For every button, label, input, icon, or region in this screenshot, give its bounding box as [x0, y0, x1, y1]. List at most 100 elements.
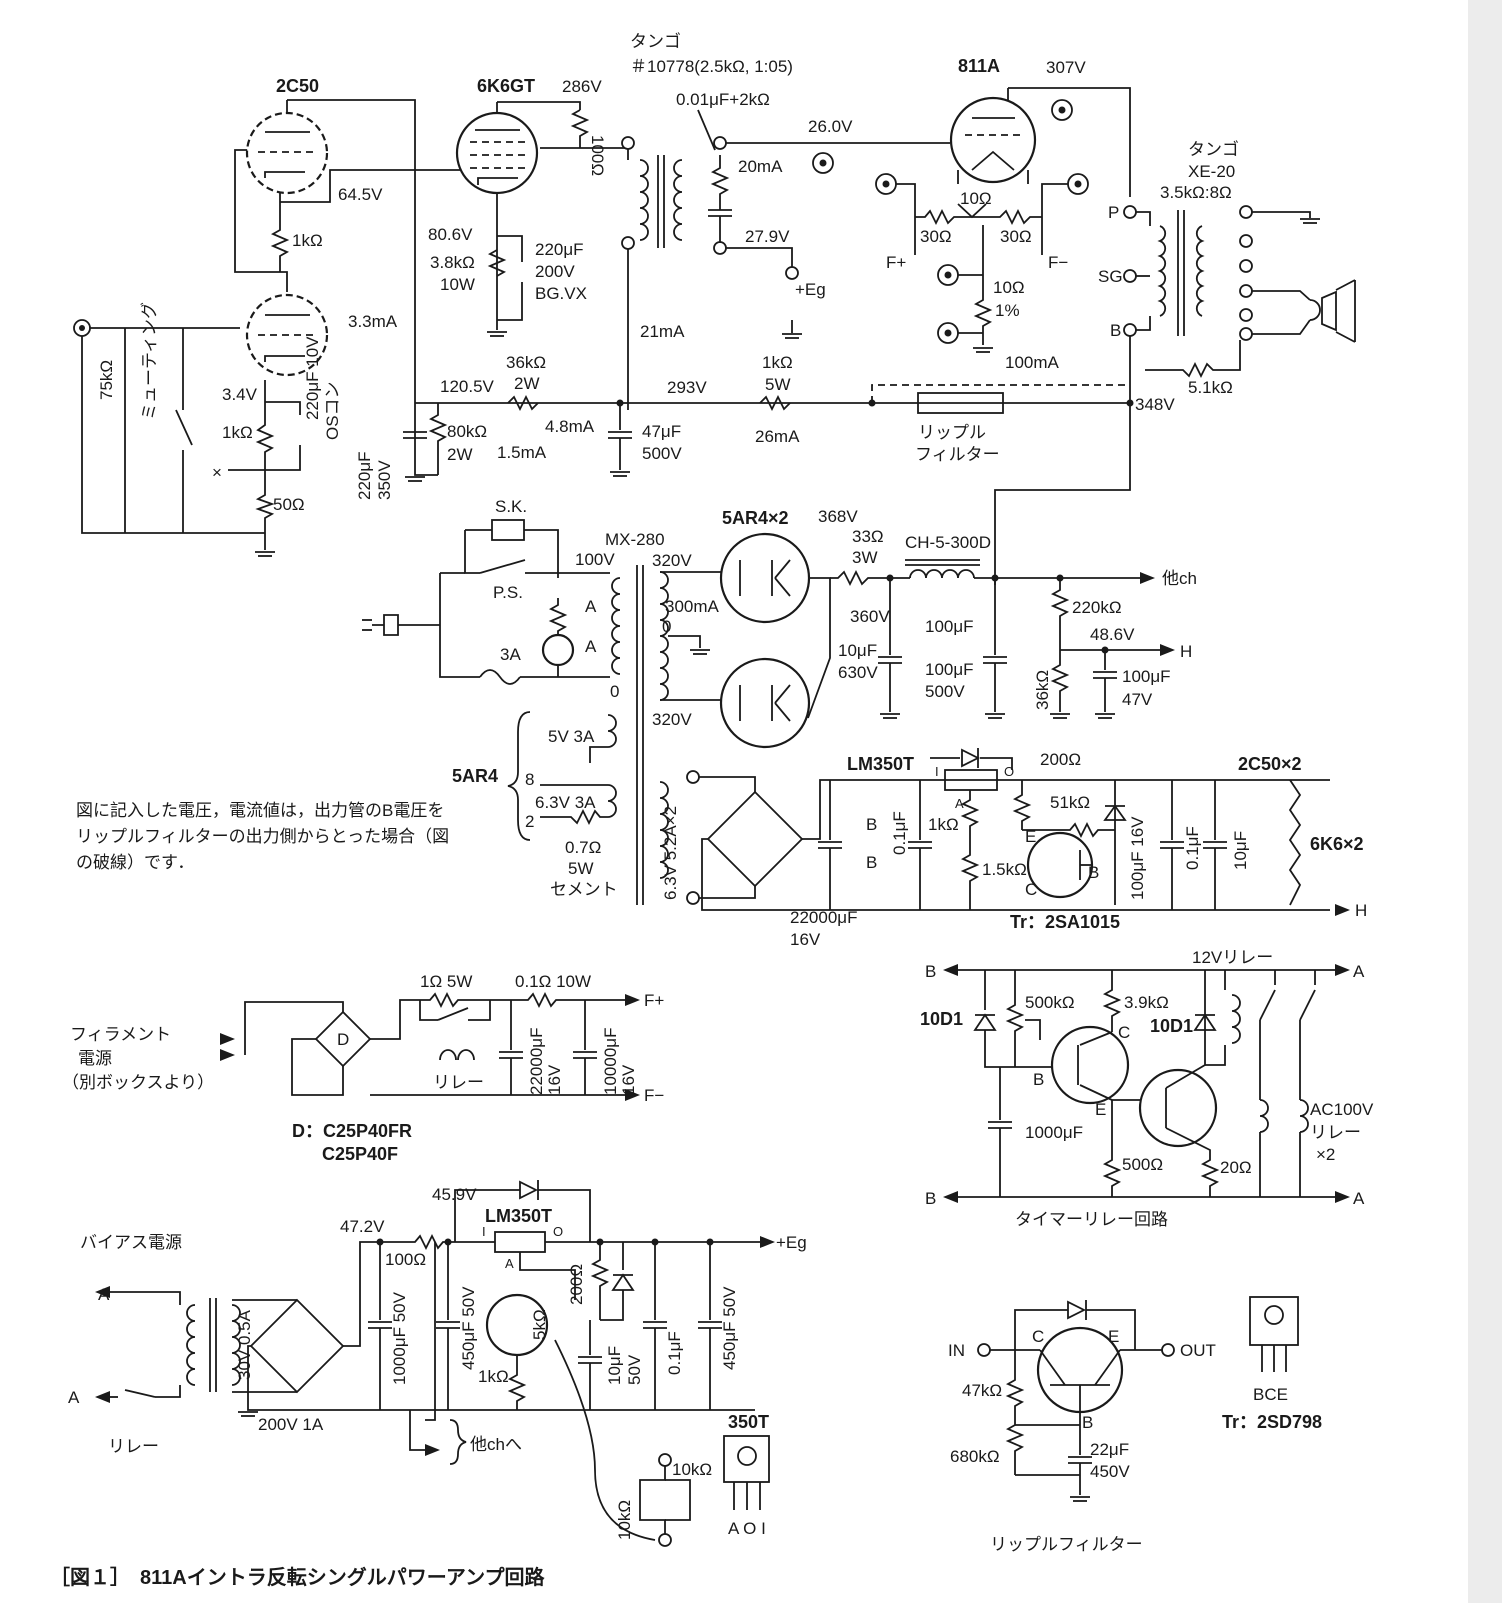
- label-amp-ripple2: フィルター: [915, 445, 1000, 464]
- label-timer-title: タイマーリレー回路: [1015, 1210, 1168, 1229]
- label-amp-fplus: F+: [886, 253, 906, 272]
- label-psu-pin-i: I: [935, 764, 939, 779]
- label-psu-c10-v: 630V: [838, 663, 878, 682]
- label-amp-r100: 100Ω: [588, 135, 607, 176]
- label-amp-i33: 3.3mA: [348, 312, 398, 331]
- label-tango1-model: ＃10778(2.5kΩ, 1:05): [630, 57, 793, 76]
- label-psu-w8: 8: [525, 770, 534, 789]
- label-bias-r200: 200Ω: [567, 1264, 586, 1305]
- label-amp-r50: 50Ω: [273, 495, 305, 514]
- label-bias-r10k-a: 10kΩ: [615, 1500, 634, 1540]
- label-timer-d2: 10D1: [1150, 1016, 1193, 1036]
- label-amp-r10b-t: 1%: [995, 301, 1020, 320]
- label-ripple-c: C: [1032, 1327, 1044, 1346]
- label-psu-v486: 48.6V: [1090, 625, 1135, 644]
- label-bias-c10: 10μF: [605, 1346, 624, 1385]
- label-amp-r38: 3.8kΩ: [430, 253, 475, 272]
- label-6k6gt: 6K6GT: [477, 76, 535, 96]
- bias-supply: [95, 1180, 775, 1547]
- label-psu-h2: H: [1355, 901, 1367, 920]
- label-timer-r39: 3.9kΩ: [1124, 993, 1169, 1012]
- label-psu-r07t: セメント: [550, 880, 618, 899]
- amp-wiring: [73, 87, 1356, 585]
- label-amp-v1205: 120.5V: [440, 377, 495, 396]
- label-timer-a2: A: [1353, 1189, 1365, 1208]
- label-psu-h1: H: [1180, 642, 1192, 661]
- label-bias-pkg: 350T: [728, 1412, 769, 1432]
- label-timer-c: C: [1118, 1023, 1130, 1042]
- filament-labels: フィラメント 電源 （別ボックスより） D 1Ω 5W 0.1Ω 10W F+ …: [62, 972, 664, 1164]
- label-amp-i20: 20mA: [738, 157, 783, 176]
- label-amp-c220c: 220μF: [355, 451, 374, 500]
- label-amp-i26: 26mA: [755, 427, 800, 446]
- label-bias-c01: 0.1μF: [665, 1331, 684, 1375]
- label-psu-ar4: 5AR4: [452, 766, 498, 786]
- label-psu-tr: Tr：2SA1015: [1010, 912, 1120, 932]
- label-bias-other: 他chへ: [470, 1435, 522, 1454]
- label-amp-r1k-b: 1kΩ: [222, 423, 253, 442]
- label-amp-v286: 286V: [562, 77, 602, 96]
- label-ripple-tr: Tr：2SD798: [1222, 1412, 1322, 1432]
- label-psu-c100c-v: 47V: [1122, 690, 1153, 709]
- label-psu-c01: 0.1μF: [890, 811, 909, 855]
- label-fil-c22000: 22000μF: [527, 1028, 546, 1095]
- label-amp-i15: 1.5mA: [497, 443, 547, 462]
- label-bias-r10k-b: 10kΩ: [672, 1460, 712, 1479]
- amp-labels: 286V 307V 100Ω 0.01μF+2kΩ 26.0V 20mA 27.…: [97, 58, 1233, 514]
- label-amp-r80w: 2W: [447, 445, 473, 464]
- label-timer-a1: A: [1353, 962, 1365, 981]
- label-psu-c100d: 100μF 16V: [1128, 816, 1147, 900]
- tube-811a-symbol: [949, 96, 1037, 184]
- label-psu-r36k: 36kΩ: [1033, 670, 1052, 710]
- label-ripple-e: E: [1108, 1327, 1119, 1346]
- label-amp-r51: 5.1kΩ: [1188, 378, 1233, 397]
- label-ripple-title: リップルフィルター: [990, 1535, 1143, 1554]
- label-tango2: タンゴ: [1188, 139, 1239, 159]
- label-psu-c10: 10μF: [838, 641, 877, 660]
- label-amp-fminus: F−: [1048, 253, 1068, 272]
- label-amp-r36w: 2W: [514, 374, 540, 393]
- label-bias-pins: A O I: [728, 1519, 766, 1538]
- label-psu-c10b: 10μF: [1231, 831, 1250, 870]
- label-amp-v348: 348V: [1135, 395, 1175, 414]
- label-fil-dlabel: D：C25P40FR: [292, 1121, 412, 1141]
- label-timer-r500: 500Ω: [1122, 1155, 1163, 1174]
- figure-caption: ［図１］ 811Aイントラ反転シングルパワーアンプ回路: [50, 1567, 545, 1589]
- label-psu-pin-o: O: [1004, 764, 1014, 779]
- label-psu-a1: A: [585, 597, 597, 616]
- label-amp-r30a: 30Ω: [920, 227, 952, 246]
- label-bias-c1000: 1000μF 50V: [390, 1291, 409, 1385]
- label-timer-d1: 10D1: [920, 1009, 963, 1029]
- label-psu-r07: 0.7Ω: [565, 838, 601, 857]
- label-tango1: タンゴ: [630, 31, 681, 51]
- filament-supply: [220, 991, 640, 1101]
- label-amp-r1k-a: 1kΩ: [292, 231, 323, 250]
- label-bias-a1: A: [98, 1285, 110, 1304]
- label-amp-i21: 21mA: [640, 322, 685, 341]
- label-bias-pa: A: [505, 1256, 514, 1271]
- label-bias-title: バイアス電源: [80, 1233, 182, 1252]
- label-amp-r80: 80kΩ: [447, 422, 487, 441]
- label-psu-sk: S.K.: [495, 497, 527, 516]
- label-psu-b1: B: [866, 815, 877, 834]
- label-fil-d: D: [337, 1030, 349, 1049]
- label-amp-r10b: 10Ω: [993, 278, 1025, 297]
- timer-labels: B B A A 10D1 10D1 500kΩ 3.9kΩ 12Vリレー 100…: [920, 948, 1374, 1229]
- label-timer-b: B: [1033, 1070, 1044, 1089]
- label-amp-muting: ミューティング: [140, 302, 159, 420]
- label-bias-r1k: 1kΩ: [478, 1367, 509, 1386]
- label-amp-v806: 80.6V: [428, 225, 473, 244]
- label-amp-c47-v: 500V: [642, 444, 682, 463]
- label-ripple-r680: 680kΩ: [950, 1447, 1000, 1466]
- label-psu-r1k: 1kΩ: [928, 815, 959, 834]
- label-psu-c22000: 22000μF: [790, 908, 857, 927]
- label-psu-c01b: 0.1μF: [1183, 826, 1202, 870]
- label-psu-v368: 368V: [818, 507, 858, 526]
- label-amp-v26: 26.0V: [808, 117, 853, 136]
- label-amp-c220a-t: BG.VX: [535, 284, 587, 303]
- label-amp-p: P: [1108, 203, 1119, 222]
- label-amp-v34: 3.4V: [222, 385, 258, 404]
- psu-wiring: [362, 519, 1350, 916]
- label-fil-dlabel2: C25P40F: [322, 1144, 398, 1164]
